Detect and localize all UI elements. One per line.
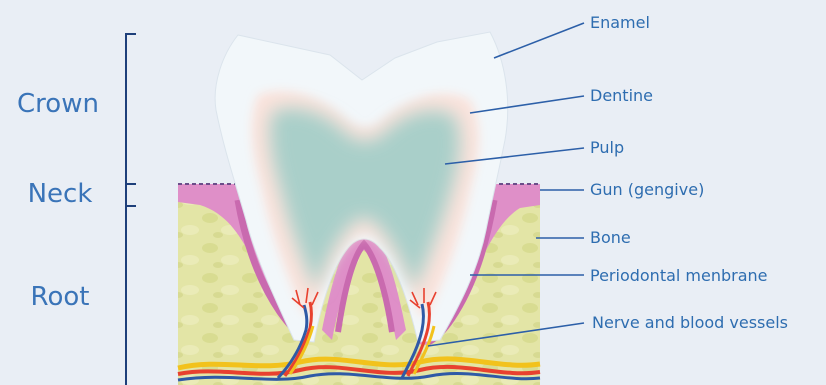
neck-label: Neck	[28, 179, 93, 209]
region-bracket	[126, 34, 136, 385]
bone-label: Bone	[590, 228, 631, 247]
crown-label: Crown	[17, 89, 99, 119]
gum-label: Gun (gengive)	[590, 180, 704, 199]
periodontal-membrane-label: Periodontal menbrane	[590, 266, 768, 285]
nerve-and-blood-vessels-label: Nerve and blood vessels	[592, 313, 788, 332]
enamel-label: Enamel	[590, 13, 650, 32]
dentine-label: Dentine	[590, 86, 653, 105]
root-label: Root	[31, 282, 90, 312]
pulp-label: Pulp	[590, 138, 624, 157]
